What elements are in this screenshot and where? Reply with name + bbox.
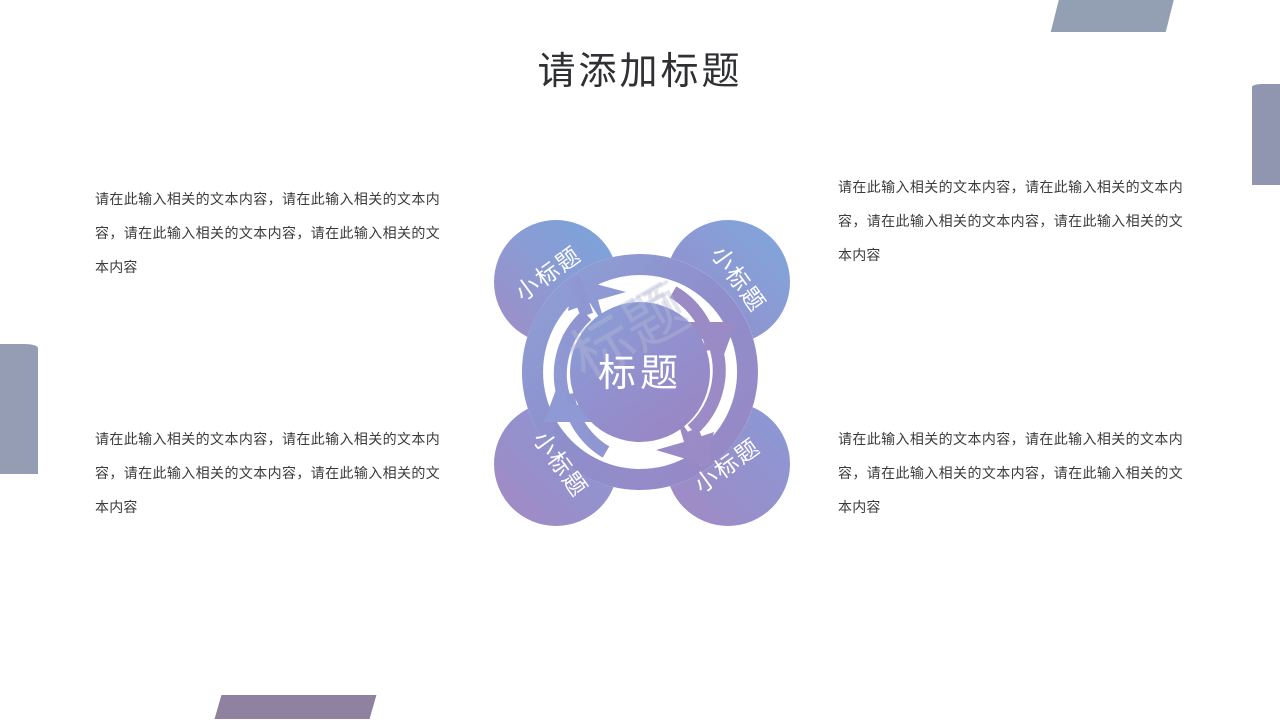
decoration-left-edge-rectangle	[0, 344, 38, 474]
page-title: 请添加标题	[537, 51, 743, 93]
paragraph-bottom-left: 请在此输入相关的文本内容，请在此输入相关的文本内容，请在此输入相关的文本内容，请…	[95, 433, 440, 516]
arrow-counter-left	[544, 376, 610, 458]
decoration-top-right-parallelogram	[1050, 0, 1175, 32]
arrow-counter-lower	[656, 346, 726, 468]
center-circle[interactable]	[570, 302, 710, 442]
paragraph-top-right: 请在此输入相关的文本内容，请在此输入相关的文本内容，请在此输入相关的文本内容，请…	[838, 181, 1183, 264]
center-circle-label: 标题	[598, 353, 682, 395]
arrow-clockwise-right	[669, 286, 736, 368]
cycle-diagram: 标题 标题	[440, 172, 840, 572]
arrowhead-lower-left	[544, 376, 592, 422]
paragraph-top-left: 请在此输入相关的文本内容，请在此输入相关的文本内容，请在此输入相关的文本内容，请…	[95, 193, 440, 276]
decoration-bottom-parallelogram	[214, 695, 377, 719]
paragraph-bottom-right: 请在此输入相关的文本内容，请在此输入相关的文本内容，请在此输入相关的文本内容，请…	[838, 433, 1183, 516]
decoration-right-edge-rectangle	[1252, 84, 1280, 185]
arrowhead-upper-right	[687, 322, 736, 368]
